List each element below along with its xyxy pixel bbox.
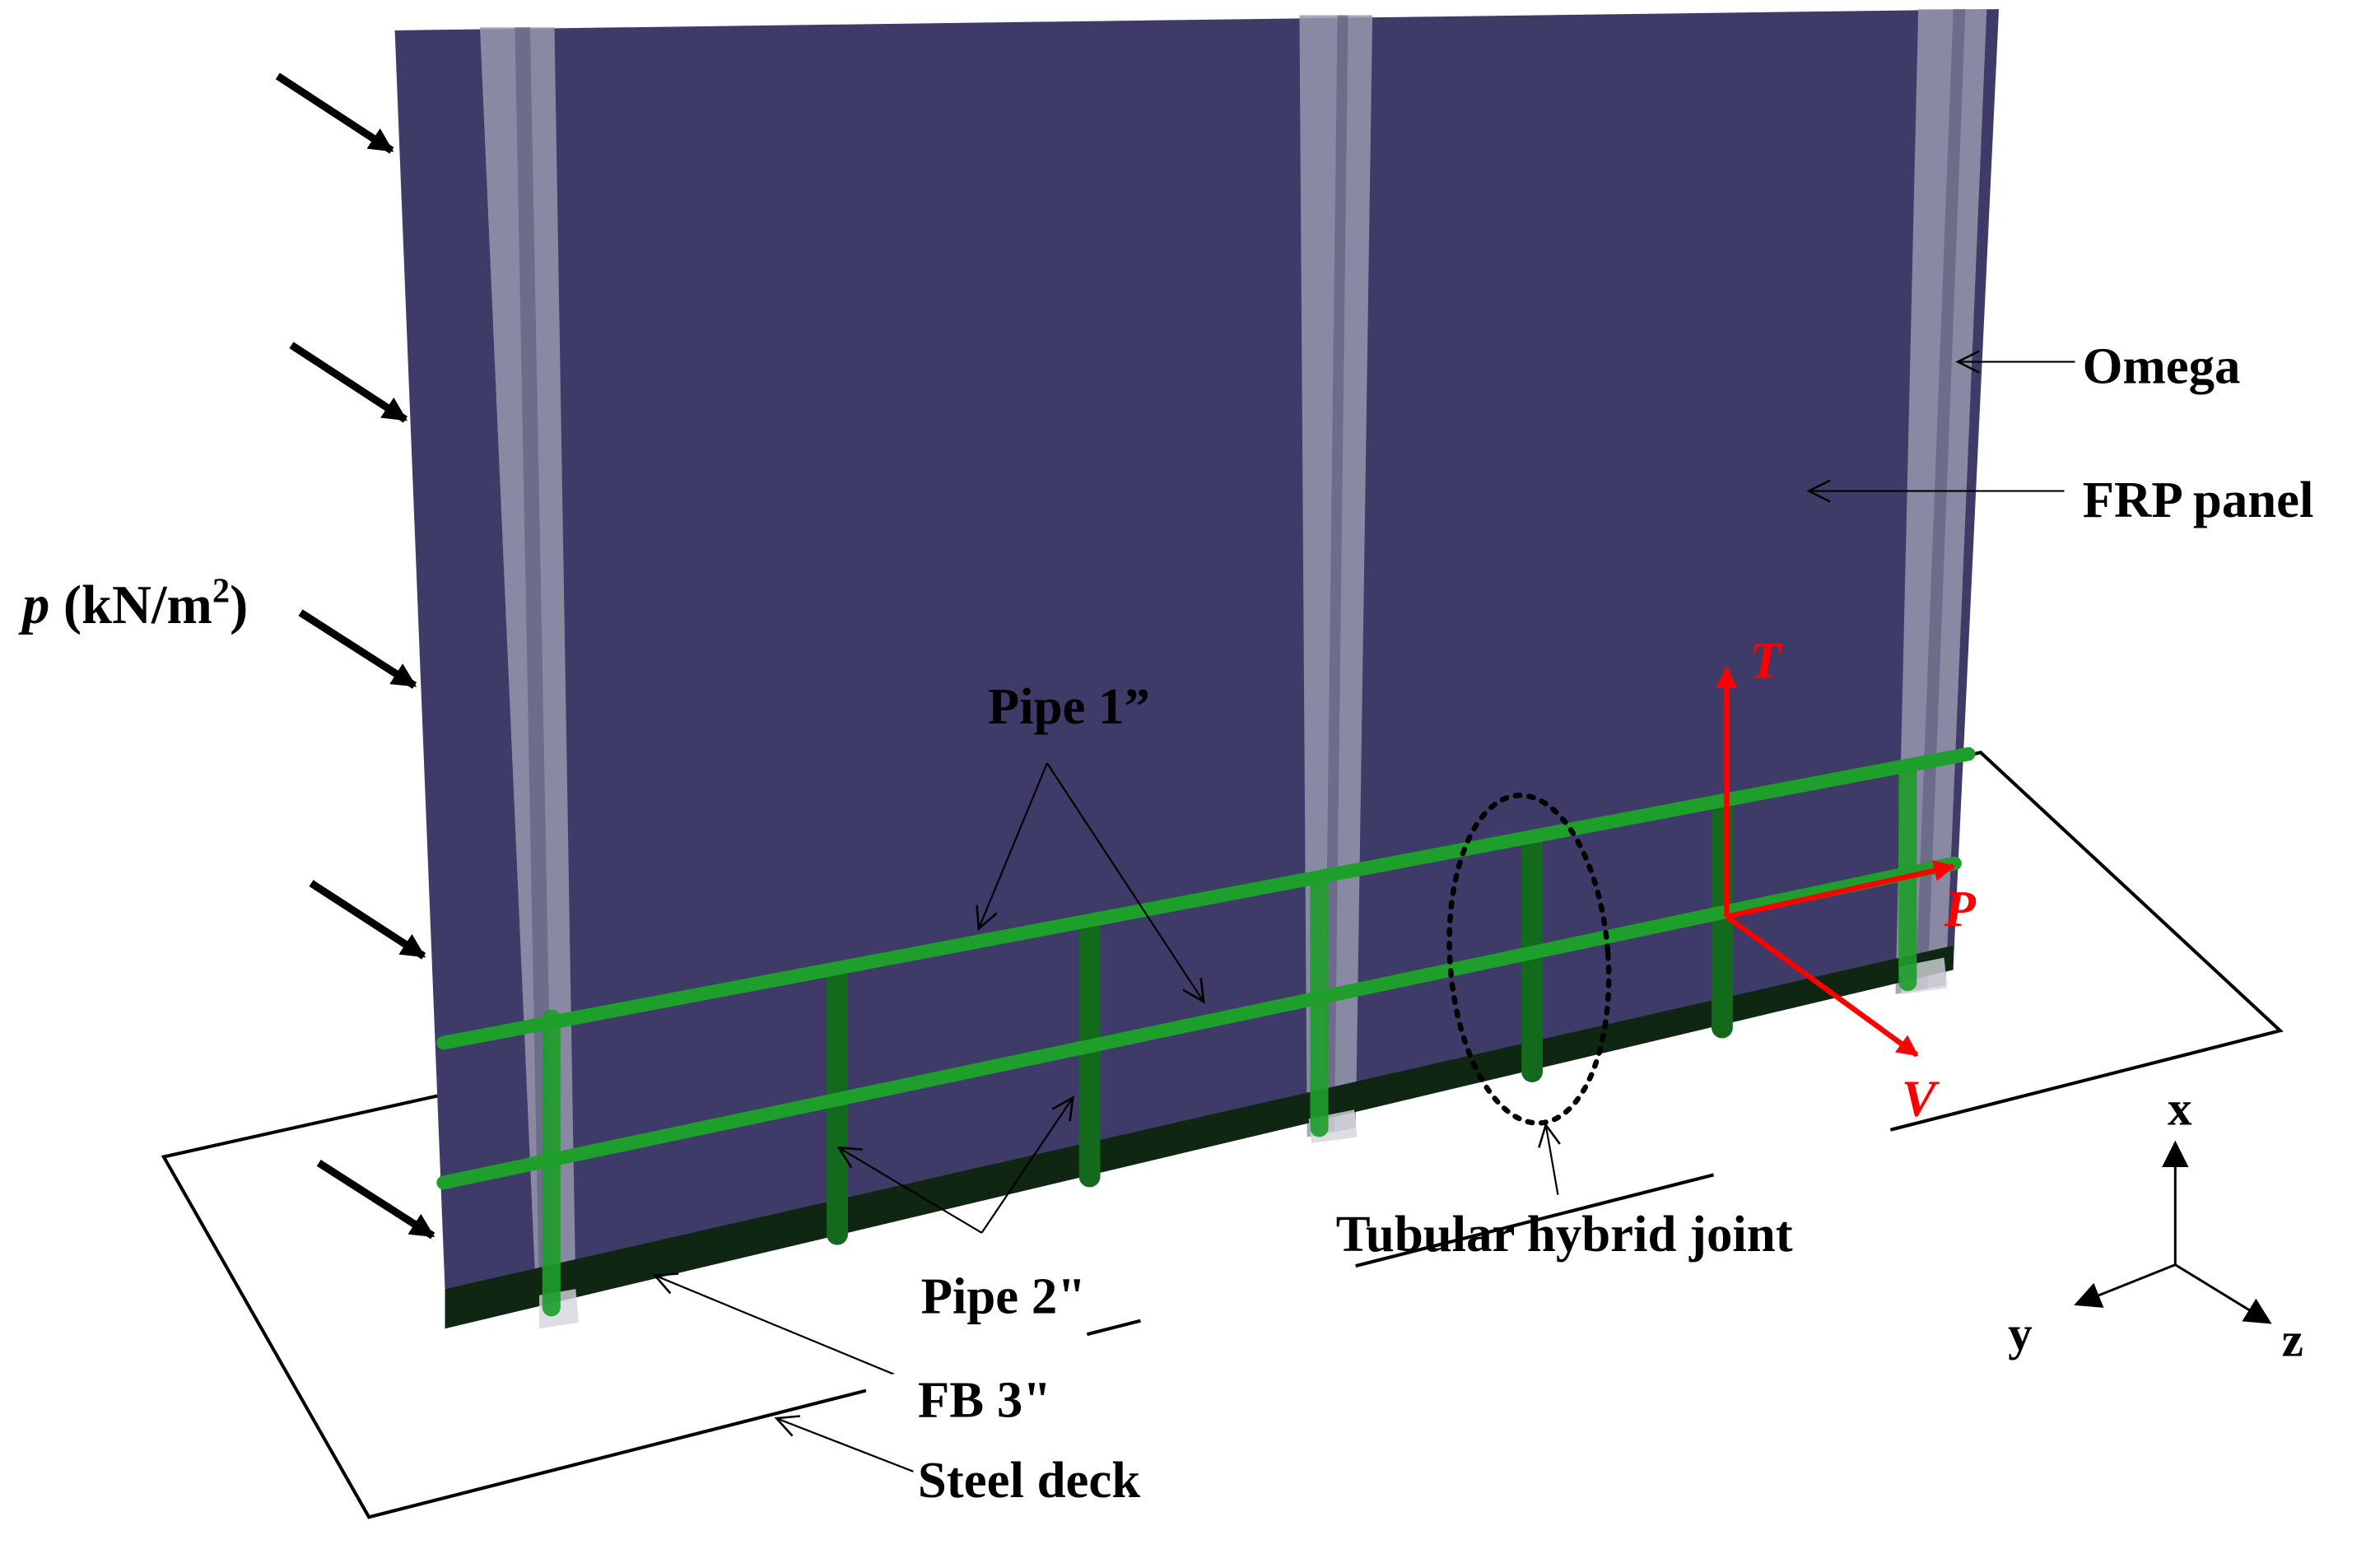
- deck-label-gap-1: [1129, 1220, 1358, 1328]
- pressure-arrow-5: [316, 1159, 435, 1240]
- pressure-units-open: (kN/m: [49, 575, 212, 635]
- pipe1-leader-b: [1046, 762, 1204, 1002]
- force-p-label: P: [1944, 880, 1977, 937]
- pipe1-label: Pipe 1”: [988, 677, 1150, 735]
- pressure-arrow-1: [275, 72, 394, 154]
- omega-stiffener-3-shade: [1915, 9, 1966, 992]
- pressure-arrow-4: [309, 880, 426, 960]
- mid-rail: [436, 856, 1962, 1190]
- pressure-units-sup: 2: [212, 571, 230, 610]
- axis-z-label: z: [2282, 1312, 2303, 1366]
- axis-y-line: [2074, 1263, 2176, 1308]
- steel-deck-label: Steel deck: [918, 1451, 1140, 1509]
- joint-leader: [1546, 1125, 1558, 1195]
- flat-bar: [445, 945, 1954, 1329]
- pipe2-leader-a: [839, 1147, 983, 1234]
- pressure-arrow-3: [298, 609, 417, 689]
- fb3-label: FB 3": [918, 1370, 1051, 1428]
- pressure-arrows: [275, 72, 435, 1240]
- force-v-label: V: [1902, 1070, 1940, 1128]
- axis-x-label: x: [2168, 1082, 2192, 1136]
- force-t-label: T: [1749, 632, 1783, 690]
- callout-leaders: [654, 362, 2075, 1472]
- frp-panel: [394, 9, 2000, 1290]
- deck-label-gap-3: [864, 1326, 1100, 1441]
- omega-label: Omega: [2083, 337, 2241, 394]
- pipe2-leader-b: [980, 1097, 1073, 1234]
- axis-y-label: y: [2008, 1306, 2033, 1361]
- force-arrows: [1716, 667, 1956, 1058]
- deck-label-gap-2: [1707, 1103, 1896, 1195]
- coordinate-axes: [2074, 1140, 2272, 1324]
- pipe2-label: Pipe 2": [921, 1268, 1087, 1325]
- tubular-joint-label: Tubular hybrid joint: [1336, 1205, 1793, 1263]
- axis-z-line: [2174, 1263, 2272, 1324]
- force-arrow-p: [1726, 860, 1956, 919]
- steel-deck-leader: [776, 1418, 914, 1472]
- pressure-units-close: ): [230, 575, 248, 635]
- fb3-leader: [654, 1276, 902, 1379]
- omega-stiffener-1-shade: [515, 27, 555, 1299]
- omega-stiffeners: [479, 9, 1987, 1301]
- force-arrow-v: [1725, 914, 1919, 1058]
- pressure-symbol: p: [18, 575, 49, 635]
- pressure-label: p (kN/m2): [18, 571, 248, 635]
- pressure-arrow-2: [289, 342, 408, 423]
- pipe1-leader-a: [979, 762, 1048, 928]
- omega-stiffener-2-shade: [1324, 15, 1348, 1133]
- top-rail: [436, 747, 1976, 1050]
- frp-panel-label: FRP panel: [2083, 471, 2314, 528]
